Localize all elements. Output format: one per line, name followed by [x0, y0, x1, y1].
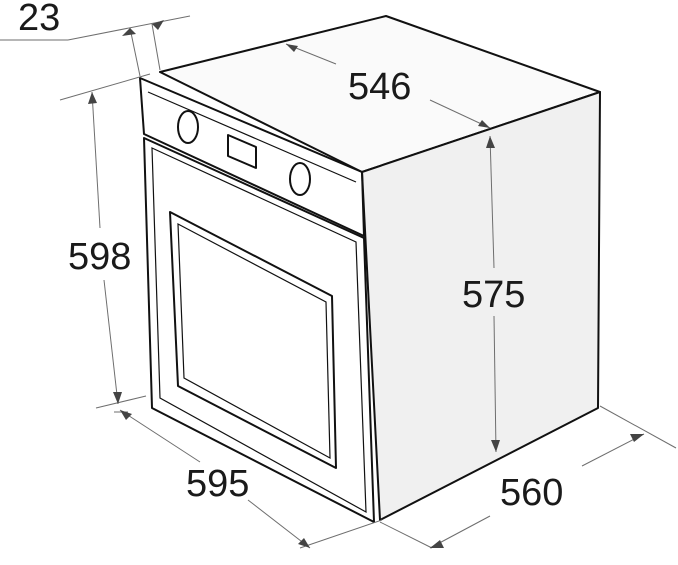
left-knob-icon [177, 110, 199, 144]
dim-label-top-depth: 546 [348, 66, 411, 108]
right-knob-icon [289, 162, 311, 196]
dim-label-panel-depth: 23 [18, 0, 60, 39]
oven-door [143, 137, 375, 523]
dim-label-body-height: 575 [462, 274, 525, 316]
oven-body [139, 15, 601, 523]
dimension-labels: 23 546 598 575 595 560 [18, 0, 563, 514]
dim-label-front-width: 595 [186, 463, 249, 505]
door-window [169, 211, 337, 469]
dim-label-total-height: 598 [68, 236, 131, 278]
display-icon [227, 134, 257, 169]
dim-label-side-depth: 560 [500, 472, 563, 514]
control-panel [139, 77, 365, 237]
oven-side-face [361, 91, 601, 521]
dimension-lines [0, 15, 677, 549]
